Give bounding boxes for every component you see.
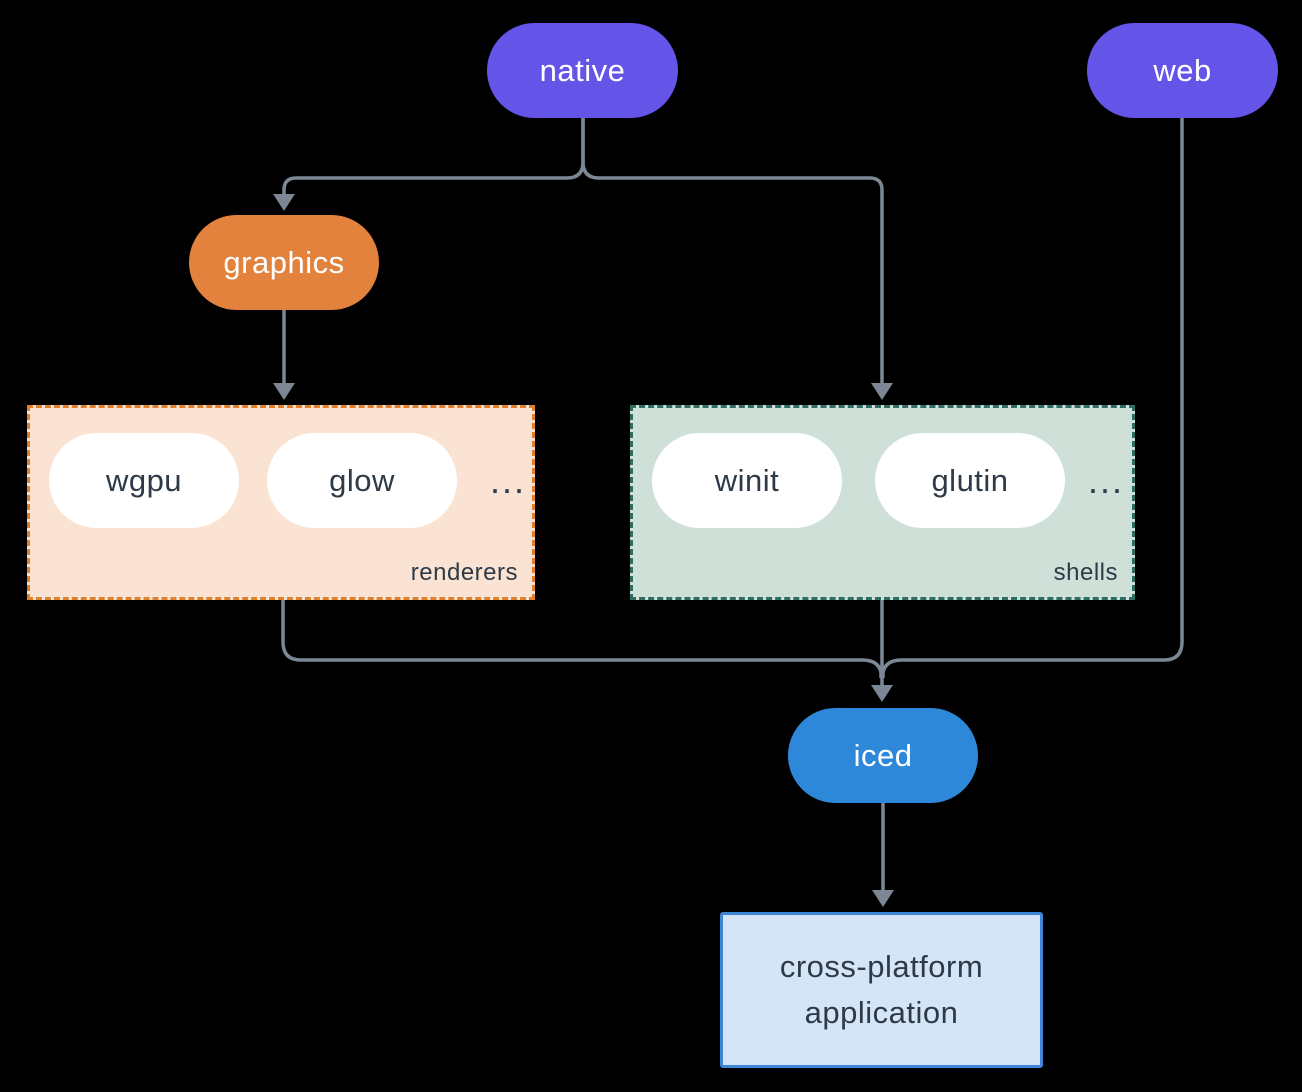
group-renderers: wgpu glow ... renderers [27, 405, 535, 600]
pill-glutin-label: glutin [931, 462, 1009, 498]
node-graphics-label: graphics [223, 244, 345, 280]
node-iced-label: iced [853, 737, 913, 773]
edge-renderers-iced [281, 600, 883, 678]
edge-native-graphics [282, 118, 585, 195]
arrowhead-native-shells [871, 383, 893, 400]
arrowhead-native-graphics [273, 194, 295, 211]
arrowhead-iced-application [872, 890, 894, 907]
ellipsis-renderers: ... [489, 459, 526, 501]
node-native-label: native [539, 52, 626, 88]
pill-winit-label: winit [714, 462, 780, 498]
group-label-renderers: renderers [410, 559, 518, 586]
node-graphics: graphics [189, 215, 379, 310]
node-iced: iced [788, 708, 978, 803]
application-label-line1: cross-platform [779, 949, 984, 984]
arrowhead-graphics-renderers [273, 383, 295, 400]
pill-wgpu-label: wgpu [105, 462, 183, 498]
node-web: web [1087, 23, 1278, 118]
pill-glow: glow [267, 433, 457, 528]
ellipsis-shells: ... [1087, 459, 1124, 501]
application-box: cross-platform application [720, 912, 1043, 1068]
pill-glow-label: glow [329, 462, 395, 498]
group-shells: winit glutin ... shells [630, 405, 1135, 600]
node-native: native [487, 23, 678, 118]
application-label-line2: application [804, 995, 959, 1030]
edge-native-shells [581, 118, 884, 384]
pill-winit: winit [652, 433, 842, 528]
group-label-shells: shells [1053, 559, 1118, 586]
edge-web-iced [881, 118, 1184, 678]
pill-wgpu: wgpu [49, 433, 239, 528]
node-web-label: web [1153, 52, 1212, 88]
pill-glutin: glutin [875, 433, 1065, 528]
arrowhead-shells-iced [871, 685, 893, 702]
